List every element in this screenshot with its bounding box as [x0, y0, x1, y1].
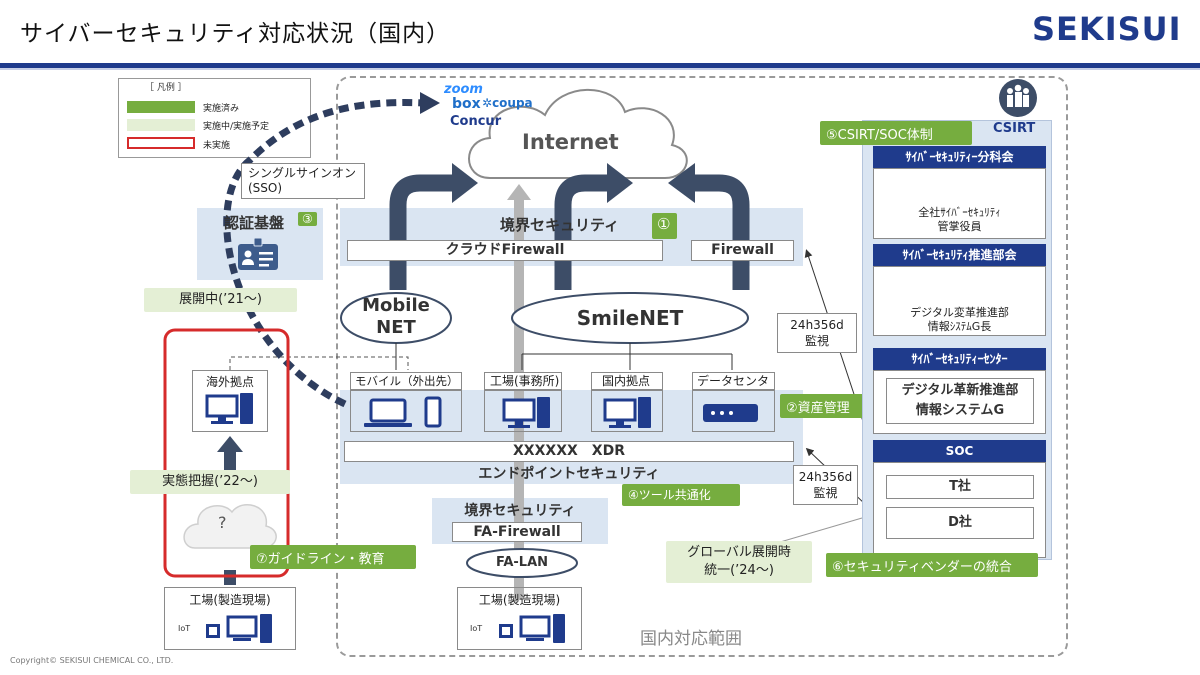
fa-perimeter-label: 境界セキュリティ — [464, 503, 576, 519]
officer-label: 全社ｻｲﾊﾞｰｾｷｭﾘﾃｨ 管掌役員 — [918, 206, 1001, 233]
legend-swatch-in-progress — [127, 119, 195, 131]
soc-header: SOC — [873, 440, 1046, 462]
overseas-label: 海外拠点 — [205, 375, 254, 389]
overseas-uplink-arrowhead — [217, 436, 243, 452]
overseas-not-done-frame — [163, 328, 290, 578]
vendor-d-box: D社 — [886, 507, 1034, 539]
monitor1-box: 24h356d 監視 — [777, 313, 857, 353]
endpoint-mobile-label: モバイル（外出先） — [350, 372, 462, 390]
center-dept-box: デジタル革新推進部 情報システムG — [886, 378, 1034, 424]
endpoint-datacenter-box — [692, 390, 775, 432]
auth-label: 認証基盤 — [224, 214, 285, 232]
legend-title: ［ 凡例 ］ — [145, 83, 187, 93]
vendor-integration-tag: ⑥セキュリティベンダーの統合 — [826, 553, 1038, 577]
unknown-cloud-icon — [183, 503, 277, 549]
tool-unification-tag: ④ツール共通化 — [622, 484, 740, 506]
factory-connector — [224, 570, 236, 585]
fa-firewall-box: FA-Firewall — [452, 522, 582, 542]
endpoint-factory-office-label: 工場(事務所) — [484, 372, 562, 390]
legend-label-in-progress: 実施中/実施予定 — [203, 122, 270, 132]
endpoint-factory-office-box — [484, 390, 562, 432]
monitor2-box: 24h356d 監視 — [793, 465, 858, 505]
legend-swatch-not-done — [127, 137, 195, 149]
unknown-label: ? — [218, 513, 227, 532]
smilenet-label: SmileNET — [576, 306, 684, 330]
fa-lan-label: FA-LAN — [495, 555, 549, 570]
endpoint-datacenter-label: データセンタ — [692, 372, 775, 390]
overseas-status: 実態把握(’22～) — [130, 470, 290, 494]
xdr-box: XXXXXX XDR — [344, 441, 794, 462]
committee-box — [873, 168, 1046, 239]
endpoint-mobile-box — [350, 390, 462, 432]
auth-num-badge: ③ — [298, 212, 317, 226]
csirt-soc-tag: ⑤CSIRT/SOC体制 — [820, 121, 972, 145]
factory2-box — [457, 587, 582, 650]
promotion-box — [873, 266, 1046, 336]
legend-swatch-done — [127, 101, 195, 113]
box-logo: box — [452, 96, 481, 112]
internet-label: Internet — [522, 130, 619, 154]
auth-status: 展開中(’21～) — [144, 288, 297, 312]
page-title: サイバーセキュリティ対応状況（国内） — [20, 21, 451, 47]
copyright: Copyright© SEKISUI CHEMICAL CO., LTD. — [10, 656, 174, 665]
firewall-box: Firewall — [691, 240, 794, 261]
factory1-iot-label: IoT — [178, 624, 191, 633]
coupa-logo-text: coupa — [492, 96, 533, 110]
factory1-box — [164, 587, 296, 650]
zoom-logo: zoom — [444, 82, 483, 97]
sso-box: シングルサインオン (SSO) — [241, 163, 365, 199]
legend-label-not-done: 未実施 — [203, 141, 231, 151]
legend-label-done: 実施済み — [203, 104, 240, 114]
domestic-scope-label: 国内対応範囲 — [640, 629, 742, 649]
factory1-label: 工場(製造現場) — [189, 593, 271, 607]
coupa-logo: ✲coupa — [482, 96, 533, 110]
sekisui-logo: SEKISUI — [1032, 10, 1182, 48]
dept-head-label: デジタル変革推進部 情報ｼｽﾃﾑG長 — [910, 306, 1009, 333]
cloud-firewall-box: クラウドFirewall — [347, 240, 663, 261]
header-bar — [0, 63, 1200, 68]
legend: ［ 凡例 ］ 実施済み 実施中/実施予定 未実施 — [118, 78, 311, 158]
vendor-t-box: T社 — [886, 475, 1034, 499]
mobile-net-label: Mobile NET — [362, 295, 430, 338]
guideline-tag: ⑦ガイドライン・教育 — [250, 545, 416, 569]
overseas-box — [192, 370, 268, 432]
header-bar-accent — [0, 68, 1200, 70]
overseas-uplink-shaft — [224, 450, 236, 470]
perimeter-label: 境界セキュリティ — [500, 216, 620, 234]
promotion-header: ｻｲﾊﾞｰｾｷｭﾘﾃｨ推進部会 — [873, 244, 1046, 266]
factory2-label: 工場(製造現場) — [478, 593, 561, 607]
global-unification-box: グローバル展開時 統一(’24～) — [666, 541, 812, 583]
security-center-header: ｻｲﾊﾞｰｾｷｭﾘﾃｨｰｾﾝﾀｰ — [873, 348, 1046, 370]
endpoint-domestic-label: 国内拠点 — [591, 372, 663, 390]
perimeter-num-badge: ① — [652, 213, 677, 239]
asset-management-tag: ②資産管理 — [780, 394, 868, 418]
committee-header: ｻｲﾊﾞｰｾｷｭﾘﾃｨｰ分科会 — [873, 146, 1046, 168]
endpoint-security-label: エンドポイントセキュリティ — [478, 466, 660, 482]
concur-logo: Concur — [450, 114, 502, 129]
factory2-iot-label: IoT — [470, 624, 483, 633]
endpoint-domestic-box — [591, 390, 663, 432]
csirt-title: CSIRT — [993, 121, 1036, 136]
